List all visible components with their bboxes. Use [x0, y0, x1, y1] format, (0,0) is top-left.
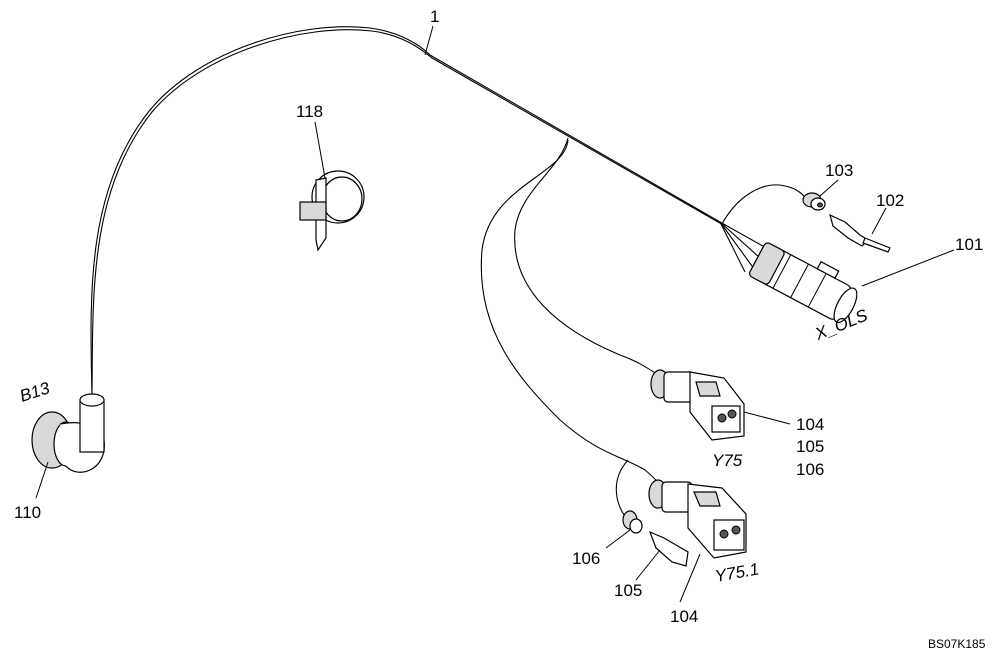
leader-118 [314, 121, 326, 179]
leader-106b [605, 529, 631, 549]
seal-106 [622, 510, 643, 534]
y75-1-extra-wire [615, 459, 629, 521]
callout-106a: 106 [796, 460, 824, 479]
leader-104b [679, 553, 701, 603]
xols-wire-1 [719, 221, 761, 259]
label-y75-1: Y75.1 [713, 560, 760, 586]
callout-105b: 105 [614, 581, 642, 600]
seal-103-wire [721, 184, 805, 225]
callout-104b: 104 [670, 607, 698, 626]
x-ols-connector [749, 242, 858, 324]
xols-wire-4 [719, 221, 746, 273]
y75-branch-wire [514, 137, 661, 377]
leader-102 [871, 207, 887, 235]
callout-104a: 104 [796, 415, 824, 434]
main-harness-wire-b [91, 29, 726, 397]
xols-wire-3 [719, 221, 753, 267]
callout-1: 1 [430, 7, 439, 26]
b13-sensor [31, 393, 105, 473]
cable-tie-118 [299, 170, 365, 252]
leader-103 [819, 179, 839, 197]
y75-connector [650, 369, 745, 441]
leader-101 [861, 249, 955, 287]
leader-1 [424, 25, 434, 56]
leader-104a [743, 411, 791, 425]
callout-118: 118 [296, 102, 323, 121]
callout-101: 101 [955, 235, 983, 254]
leader-110 [35, 461, 49, 499]
label-y75: Y75 [712, 451, 743, 470]
y75-1-branch-wire [480, 139, 666, 491]
seal-103 [802, 192, 826, 211]
callout-102: 102 [876, 191, 904, 210]
drawing-id: BS07K185 [928, 637, 986, 651]
callout-105a: 105 [796, 437, 824, 456]
main-harness-wire [90, 26, 721, 397]
callout-103: 103 [825, 161, 853, 180]
xols-wire-2 [719, 221, 771, 251]
label-b13: B13 [17, 378, 52, 406]
terminal-105 [648, 530, 689, 567]
terminal-102 [829, 213, 891, 253]
callout-106b: 106 [572, 549, 600, 568]
y75-1-connector [648, 479, 747, 559]
leader-105b [635, 549, 661, 581]
callout-110: 110 [14, 503, 41, 522]
